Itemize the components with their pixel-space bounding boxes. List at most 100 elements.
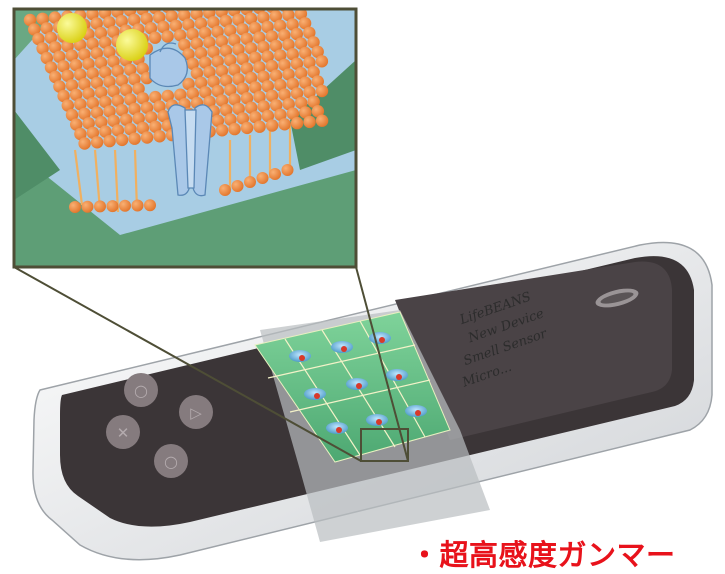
lipid-head bbox=[90, 106, 104, 119]
lipid-head bbox=[224, 54, 237, 67]
lipid-head bbox=[198, 26, 212, 40]
lipid-head bbox=[274, 78, 287, 92]
lipid-head bbox=[219, 14, 233, 28]
lipid-head bbox=[107, 55, 120, 68]
lipid-head bbox=[274, 49, 287, 62]
lipid-head bbox=[269, 39, 283, 53]
ion-channel bbox=[167, 104, 213, 197]
lipid-head bbox=[103, 105, 116, 118]
control-pad: ○ ▷ ✕ ○ bbox=[106, 373, 213, 478]
lipid-head bbox=[303, 26, 316, 39]
lipid-head bbox=[65, 79, 79, 92]
lipid-head bbox=[190, 37, 203, 50]
lipid-head bbox=[286, 107, 300, 120]
lipid-head bbox=[157, 109, 170, 123]
lipid-head bbox=[128, 132, 141, 145]
lipid-head bbox=[178, 38, 191, 51]
lipid-head bbox=[95, 115, 108, 129]
lipid-head bbox=[278, 88, 291, 101]
lipid-head bbox=[315, 114, 329, 127]
lipid-head bbox=[299, 46, 312, 60]
lipid-head bbox=[232, 13, 245, 26]
lipid-head bbox=[115, 74, 129, 87]
lipid-head bbox=[61, 99, 74, 112]
lipid-head-lower bbox=[144, 199, 156, 212]
lipid-head bbox=[253, 90, 266, 104]
lipid-head bbox=[74, 68, 87, 81]
control-button-right[interactable]: ▷ bbox=[179, 395, 213, 429]
lipid-head bbox=[236, 0, 248, 6]
lipid-head bbox=[274, 0, 286, 2]
lipid-head-lower bbox=[106, 200, 119, 213]
lipid-head bbox=[90, 17, 103, 30]
lipid-head bbox=[99, 66, 112, 79]
lipid-head bbox=[53, 80, 66, 93]
lipid-head bbox=[36, 42, 49, 55]
lipid-head bbox=[103, 16, 116, 29]
lipid-head bbox=[211, 84, 224, 98]
lipid-head bbox=[132, 82, 145, 96]
lipid-head bbox=[278, 29, 291, 42]
lipid-head bbox=[257, 11, 270, 24]
lipid-head bbox=[115, 104, 129, 117]
lipid-head bbox=[278, 118, 291, 131]
lipid-head bbox=[107, 85, 120, 98]
lipid-head bbox=[240, 32, 253, 45]
lipid-head bbox=[232, 73, 245, 86]
lipid-head bbox=[90, 136, 104, 149]
lipid-head bbox=[211, 114, 225, 128]
lipid-head bbox=[215, 35, 228, 48]
lipid-head bbox=[82, 117, 95, 130]
lipid-head bbox=[145, 111, 158, 124]
lipid-head bbox=[228, 63, 241, 76]
lipid-head bbox=[315, 84, 329, 98]
lipid-head bbox=[257, 40, 270, 54]
lipid-head bbox=[257, 70, 270, 84]
lipid-head bbox=[65, 49, 79, 62]
lipid-head bbox=[32, 32, 45, 46]
control-button-left[interactable]: ✕ bbox=[106, 415, 140, 449]
lipid-head bbox=[78, 137, 91, 150]
lipid-head bbox=[90, 76, 104, 90]
ligand-molecules bbox=[57, 13, 148, 61]
lipid-head-lower bbox=[256, 172, 269, 184]
lipid-head bbox=[286, 48, 299, 61]
lipid-head bbox=[111, 94, 125, 107]
lipid-head bbox=[78, 107, 91, 121]
lipid-head bbox=[199, 86, 212, 99]
svg-text:○: ○ bbox=[134, 381, 148, 400]
lipid-head bbox=[165, 10, 178, 23]
lipid-head bbox=[186, 87, 199, 100]
lipid-head bbox=[228, 93, 241, 106]
lipid-head bbox=[261, 0, 273, 3]
lipid-head bbox=[294, 67, 308, 80]
svg-text:✕: ✕ bbox=[117, 424, 130, 442]
lipid-head bbox=[149, 120, 162, 133]
lipid-head bbox=[120, 113, 133, 126]
lipid-head bbox=[140, 101, 154, 115]
lipid-head bbox=[194, 76, 208, 90]
lipid-head bbox=[207, 45, 220, 59]
lipid-head bbox=[161, 30, 174, 43]
lipid-head bbox=[107, 25, 120, 38]
control-button-bottom[interactable]: ○ bbox=[154, 444, 188, 478]
control-button-top[interactable]: ○ bbox=[124, 373, 158, 407]
lipid-head bbox=[223, 24, 237, 37]
lipid-head bbox=[232, 102, 245, 116]
lipid-head bbox=[244, 12, 258, 25]
lipid-head bbox=[94, 26, 108, 40]
lipid-head bbox=[270, 99, 283, 112]
lipid-head-lower bbox=[131, 199, 144, 212]
lipid-head bbox=[78, 48, 91, 61]
lipid-head bbox=[298, 17, 312, 30]
magnified-inset bbox=[12, 0, 358, 269]
lipid-head bbox=[194, 46, 208, 60]
lipid-head bbox=[140, 131, 154, 144]
lipid-head bbox=[203, 65, 216, 79]
lipid-head bbox=[173, 29, 187, 42]
lipid-head bbox=[186, 57, 199, 70]
lipid-head bbox=[174, 88, 187, 101]
lipid-head bbox=[290, 116, 304, 130]
lipid-head bbox=[199, 56, 212, 69]
lipid-head bbox=[269, 69, 283, 82]
